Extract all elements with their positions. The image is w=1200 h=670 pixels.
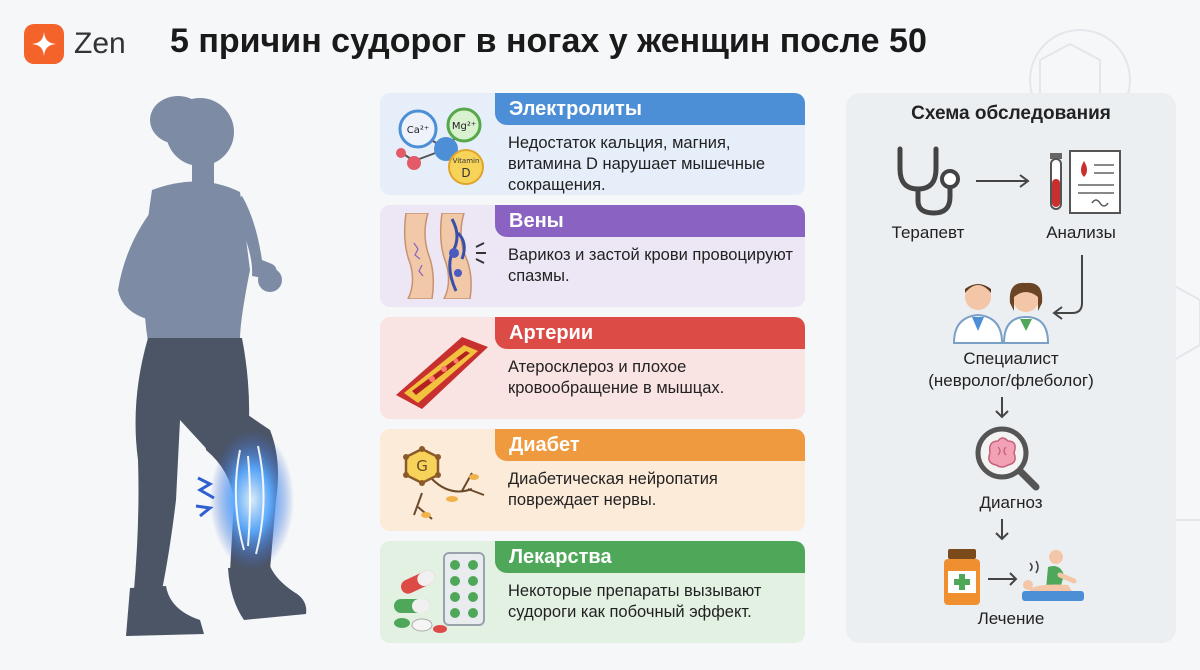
cause-card-electrolytes: Ca²⁺ Mg²⁺ Vitamin D Электролиты Недостат…	[380, 93, 805, 195]
cause-description: Атеросклероз и плохое кровообращение в м…	[508, 358, 725, 397]
cause-card-diabetes: G Диабет Диабетическая нейропатия повреж…	[380, 429, 805, 531]
cause-title: Артерии	[495, 317, 805, 349]
cause-description: Некоторые препараты вызывают судороги ка…	[508, 582, 762, 621]
stethoscope-icon	[897, 146, 960, 216]
glucose-neuron-icon: G	[392, 437, 492, 523]
brain-magnifier-icon	[975, 426, 1040, 491]
vitamin-d-label: D	[461, 166, 470, 180]
arrow-down-left-icon	[1052, 255, 1083, 320]
cause-description: Варикоз и застой крови провоцируют спазм…	[508, 246, 793, 285]
step-specialist-subtitle: (невролог/флеболог)	[928, 371, 1094, 390]
glucose-badge: G	[416, 457, 428, 475]
specialist-doctors-icon	[952, 282, 1050, 344]
cause-title: Диабет	[495, 429, 805, 461]
veins-icon	[392, 212, 492, 300]
step-therapist: Терапевт	[891, 223, 965, 242]
arrow-right-icon	[976, 174, 1030, 188]
electrolytes-icon: Ca²⁺ Mg²⁺ Vitamin D	[392, 101, 492, 187]
artery-icon	[392, 325, 492, 411]
zen-logo[interactable]: Zen	[24, 24, 126, 64]
vitamin-label: Vitamin	[453, 157, 480, 165]
lab-tests-icon	[1050, 150, 1121, 214]
scheme-title: Схема обследования	[911, 103, 1111, 124]
causes-list: Ca²⁺ Mg²⁺ Vitamin D Электролиты Недостат…	[380, 93, 805, 653]
arrow-right-icon	[988, 572, 1018, 586]
arrow-down-icon	[995, 397, 1009, 419]
page-title: 5 причин судорог в ногах у женщин после …	[170, 22, 927, 60]
cause-description: Диабетическая нейропатия повреждает нерв…	[508, 470, 718, 509]
brand-name: Zen	[74, 27, 126, 60]
examination-scheme-panel: Схема обследования Терапевт Анализы	[846, 93, 1176, 643]
cause-description: Недостаток кальция, магния, витамина D н…	[508, 134, 765, 194]
step-tests: Анализы	[1046, 223, 1116, 242]
step-specialist: Специалист	[963, 349, 1059, 368]
woman-silhouette-illustration	[30, 80, 350, 660]
cause-card-arteries: Артерии Атеросклероз и плохое кровообращ…	[380, 317, 805, 419]
magnesium-label: Mg²⁺	[452, 121, 476, 132]
cause-card-medications: Лекарства Некоторые препараты вызывают с…	[380, 541, 805, 643]
arrow-down-icon	[995, 519, 1009, 541]
step-diagnosis: Диагноз	[979, 493, 1043, 512]
cause-card-veins: Вены Варикоз и застой крови провоцируют …	[380, 205, 805, 307]
physiotherapy-icon	[1022, 550, 1084, 601]
zen-star-icon	[24, 24, 64, 64]
medicine-bottle-icon	[944, 549, 980, 605]
step-treatment: Лечение	[977, 609, 1045, 628]
cause-title: Электролиты	[495, 93, 805, 125]
cause-title: Вены	[495, 205, 805, 237]
pills-icon	[392, 549, 492, 635]
calcium-label: Ca²⁺	[407, 125, 429, 136]
cause-title: Лекарства	[495, 541, 805, 573]
